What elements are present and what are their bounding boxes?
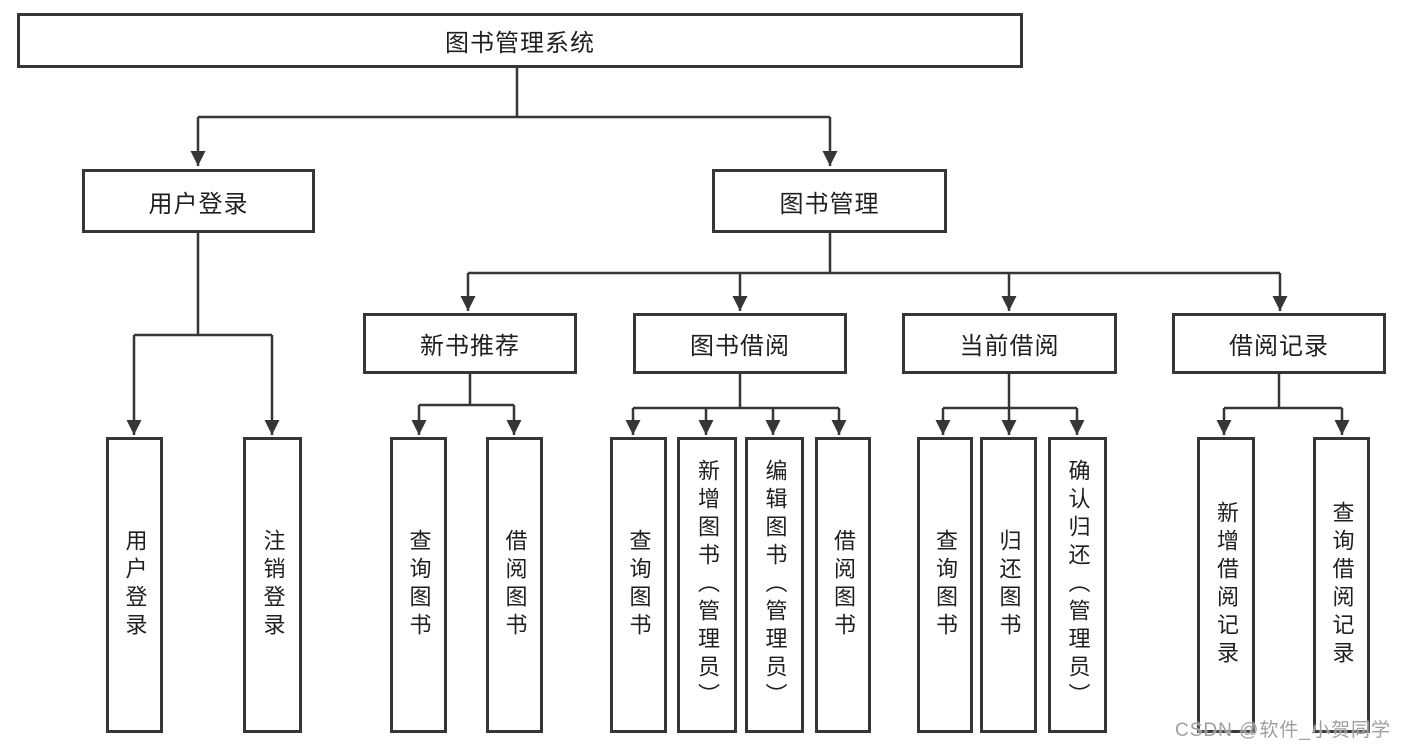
- branch-new-book-recommend: [419, 373, 514, 407]
- leaf-confirm-return-admin: 确认归还（管理员）: [1048, 437, 1107, 733]
- leaf-add-borrow-record-label: 新增借阅记录: [1214, 501, 1239, 669]
- branch-borrow-records: [1224, 373, 1342, 410]
- leaf-query-books-recommend-label: 查询图书: [406, 529, 432, 641]
- leaf-query-books-current-label: 查询图书: [933, 529, 958, 641]
- node-root: 图书管理系统: [17, 13, 1023, 68]
- leaf-borrow-books: 借阅图书: [815, 437, 871, 733]
- branch-current-borrow: [943, 373, 1077, 410]
- leaf-logout-login: 注销登录: [243, 437, 302, 733]
- leaf-return-books: 归还图书: [980, 437, 1037, 733]
- leaf-add-books-admin: 新增图书（管理员）: [677, 437, 737, 733]
- node-book-borrow: 图书借阅: [633, 313, 847, 374]
- leaf-user-login-label: 用户登录: [122, 529, 148, 641]
- leaf-edit-books-admin-label: 编辑图书（管理员）: [762, 459, 788, 711]
- leaf-borrow-books-recommend-label: 借阅图书: [502, 529, 528, 641]
- leaf-query-books-recommend: 查询图书: [390, 437, 447, 733]
- leaf-user-login: 用户登录: [106, 437, 163, 733]
- node-user-login: 用户登录: [82, 169, 315, 233]
- leaf-add-books-admin-label: 新增图书（管理员）: [695, 459, 720, 711]
- leaf-borrow-books-label: 借阅图书: [831, 529, 856, 641]
- branch-book-management: [468, 232, 1280, 275]
- branch-book-borrow: [633, 373, 839, 410]
- leaf-return-books-label: 归还图书: [996, 529, 1022, 641]
- branch-root: [198, 66, 830, 119]
- node-current-borrow: 当前借阅: [902, 313, 1117, 374]
- leaf-borrow-books-recommend: 借阅图书: [486, 437, 543, 733]
- leaf-query-borrow-record: 查询借阅记录: [1313, 437, 1370, 733]
- leaf-query-borrow-record-label: 查询借阅记录: [1329, 501, 1355, 669]
- leaf-confirm-return-admin-label: 确认归还（管理员）: [1065, 459, 1091, 711]
- leaf-query-books-borrow-label: 查询图书: [626, 529, 652, 641]
- leaf-query-books-current: 查询图书: [917, 437, 973, 733]
- node-new-book-recommend: 新书推荐: [363, 313, 577, 374]
- leaf-logout-login-label: 注销登录: [260, 529, 286, 641]
- leaf-query-books-borrow: 查询图书: [610, 437, 667, 733]
- branch-user-login: [134, 232, 272, 337]
- leaf-edit-books-admin: 编辑图书（管理员）: [745, 437, 804, 733]
- node-book-management: 图书管理: [712, 169, 947, 233]
- watermark: CSDN @软件_小贺同学: [1175, 720, 1391, 741]
- node-borrow-records: 借阅记录: [1172, 313, 1386, 374]
- leaf-add-borrow-record: 新增借阅记录: [1197, 437, 1255, 733]
